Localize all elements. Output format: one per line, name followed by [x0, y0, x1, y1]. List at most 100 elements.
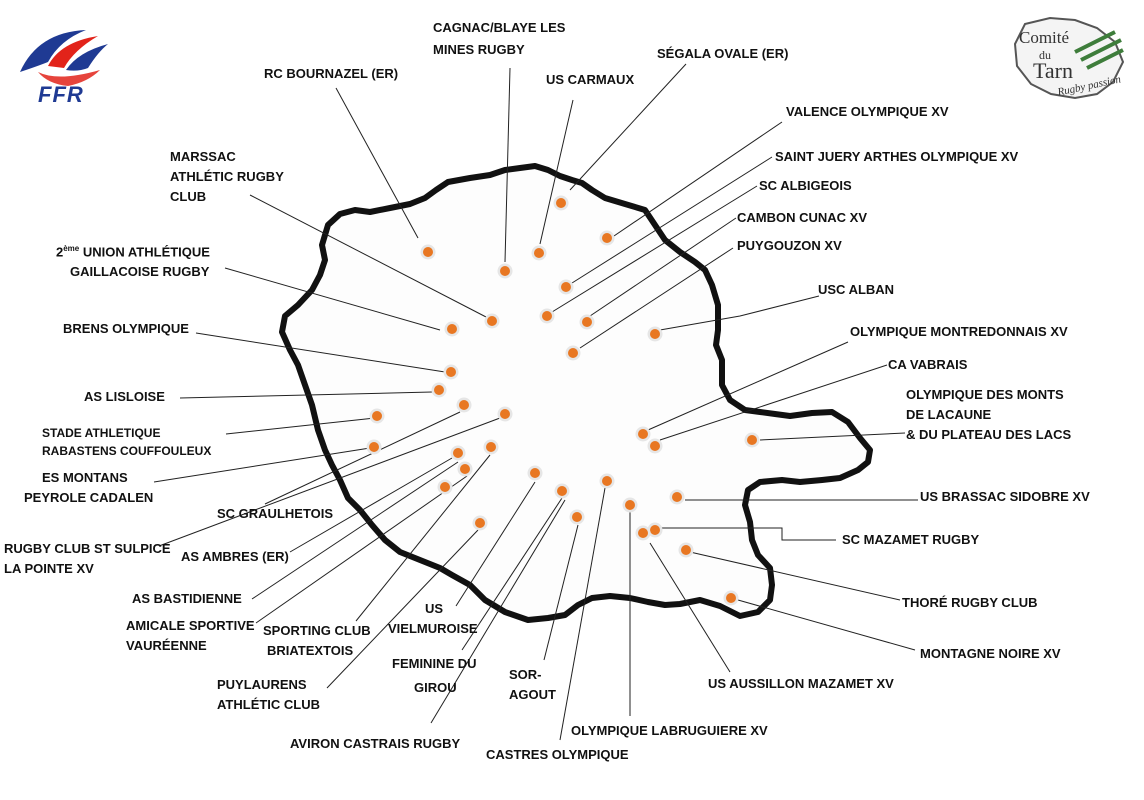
club-label-rc-bournazel: RC BOURNAZEL (ER) [264, 66, 399, 81]
club-label-sc-graulhetois: SC GRAULHETOIS [217, 506, 334, 521]
club-location-dot[interactable] [681, 545, 691, 555]
club-label-montagne-noire: MONTAGNE NOIRE XV [920, 646, 1061, 661]
leader-line [543, 524, 579, 661]
leader-line [659, 295, 820, 331]
club-label-us-aussillon-mazamet: US AUSSILLON MAZAMET XV [708, 676, 894, 691]
club-location-dot[interactable] [459, 400, 469, 410]
leader-line [662, 527, 836, 541]
club-location-dot[interactable] [372, 411, 382, 421]
club-label-cambon-cunac: CAMBON CUNAC XV [737, 210, 867, 225]
club-location-dot[interactable] [568, 348, 578, 358]
leader-line [649, 542, 731, 673]
leader-line [195, 332, 446, 373]
comite-line2: du [1039, 48, 1051, 62]
ffr-logo-text: FFR [38, 82, 84, 107]
leader-line [589, 217, 737, 317]
club-location-dot[interactable] [487, 316, 497, 326]
leader-line [335, 87, 419, 239]
leader-line [455, 481, 536, 607]
ffr-rooster-icon [20, 30, 108, 86]
club-label-segala-ovale: SÉGALA OVALE (ER) [657, 46, 789, 61]
club-location-dot[interactable] [556, 198, 566, 208]
leader-line [255, 475, 468, 624]
club-location-dot[interactable] [530, 468, 540, 478]
ffr-logo: FFR [8, 22, 126, 112]
leader-line [179, 391, 433, 399]
tarn-shape-icon [1013, 16, 1125, 100]
club-location-dot[interactable] [453, 448, 463, 458]
leader-line [461, 497, 563, 651]
leader-line [504, 67, 511, 263]
club-location-dot[interactable] [486, 442, 496, 452]
club-dots [366, 195, 760, 606]
club-location-dot[interactable] [747, 435, 757, 445]
club-label-puygouzon: PUYGOUZON XV [737, 238, 842, 253]
club-location-dot[interactable] [638, 528, 648, 538]
club-label-thore-rugby: THORÉ RUGBY CLUB [902, 595, 1038, 610]
club-location-dot[interactable] [534, 248, 544, 258]
club-location-dot[interactable] [557, 486, 567, 496]
gaillacoise-line-1: 2ème UNION ATHLÉTIQUE [56, 244, 210, 260]
club-label-us-carmaux: US CARMAUX [546, 72, 635, 87]
club-location-dot[interactable] [500, 409, 510, 419]
club-location-dot[interactable] [650, 525, 660, 535]
leader-line [689, 551, 901, 601]
club-label-olympique-labruguiere: OLYMPIQUE LABRUGUIERE XV [571, 723, 768, 738]
club-location-dot[interactable] [423, 247, 433, 257]
club-label-valence-olympique: VALENCE OLYMPIQUE XV [786, 104, 949, 119]
club-location-dot[interactable] [602, 233, 612, 243]
club-location-dot[interactable] [440, 482, 450, 492]
leader-line [569, 63, 687, 191]
leader-line [249, 194, 489, 319]
club-location-dot[interactable] [650, 441, 660, 451]
club-location-dot[interactable] [475, 518, 485, 528]
club-location-dot[interactable] [602, 476, 612, 486]
leader-line [737, 599, 916, 651]
leader-line [326, 529, 479, 689]
leader-line [579, 247, 734, 349]
club-location-dot[interactable] [672, 492, 682, 502]
club-label-brens-olympique: BRENS OLYMPIQUE [63, 321, 189, 336]
club-location-dot[interactable] [726, 593, 736, 603]
comite-du-tarn-logo: Comité du Tarn Rugby passion [1005, 12, 1135, 104]
club-location-dot[interactable] [561, 282, 571, 292]
club-label-as-bastidienne: AS BASTIDIENNE [132, 591, 242, 606]
leader-line [251, 461, 459, 600]
club-location-dot[interactable] [572, 512, 582, 522]
club-location-dot[interactable] [460, 464, 470, 474]
leader-line [289, 457, 453, 553]
club-location-dot[interactable] [638, 429, 648, 439]
leader-line [153, 447, 371, 483]
leader-line [551, 185, 758, 313]
club-location-dot[interactable] [500, 266, 510, 276]
leader-line [539, 99, 574, 245]
leader-line [571, 156, 773, 284]
club-location-dot[interactable] [625, 500, 635, 510]
club-label-castres-olympique: CASTRES OLYMPIQUE [486, 747, 629, 762]
club-location-dot[interactable] [434, 385, 444, 395]
club-location-dot[interactable] [446, 367, 456, 377]
leader-line [759, 432, 906, 441]
club-location-dot[interactable] [369, 442, 379, 452]
club-label-ca-vabrais: CA VABRAIS [888, 357, 968, 372]
club-label-as-ambres: AS AMBRES (ER) [181, 549, 289, 564]
leader-line [430, 499, 566, 724]
leader-line [559, 487, 606, 741]
club-label-as-lisloise: AS LISLOISE [84, 389, 165, 404]
club-location-dot[interactable] [447, 324, 457, 334]
club-label-aviron-castrais: AVIRON CASTRAIS RUGBY [290, 736, 461, 751]
club-label-usc-alban: USC ALBAN [818, 282, 895, 297]
club-location-dot[interactable] [582, 317, 592, 327]
club-location-dot[interactable] [542, 311, 552, 321]
leader-line [224, 267, 441, 331]
club-location-dot[interactable] [650, 329, 660, 339]
club-label-sc-mazamet: SC MAZAMET RUGBY [842, 532, 980, 547]
